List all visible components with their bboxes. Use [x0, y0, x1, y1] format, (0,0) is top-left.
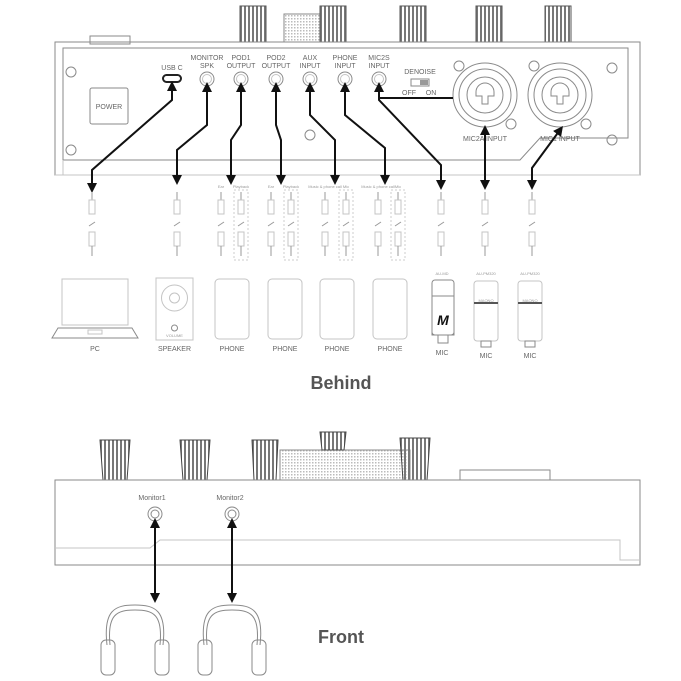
cables: Ear Playback Ear Playback Music & phone call… — [88, 184, 536, 261]
screw-icon — [65, 144, 77, 156]
mic-au-pm320-1: AU-PM320 MAONO MIC — [473, 271, 499, 360]
svg-text:PC: PC — [90, 346, 100, 353]
speaker: VOLUME SPEAKER — [155, 277, 194, 353]
svg-text:SPK: SPK — [200, 63, 214, 70]
svg-text:AUX: AUX — [303, 55, 318, 62]
svg-text:MIC: MIC — [436, 350, 449, 357]
svg-text:Playback: Playback — [283, 184, 299, 189]
svg-text:Music & phone call: Music & phone call — [308, 184, 342, 189]
svg-text:INPUT: INPUT — [300, 63, 322, 70]
mic-au-md: AU-MD M MIC — [431, 271, 455, 357]
screw-icon — [65, 66, 77, 78]
monitor1-jack[interactable]: Monitor1 — [138, 495, 166, 522]
svg-text:PHONE: PHONE — [333, 55, 358, 62]
caption-behind: Behind — [311, 373, 372, 393]
svg-text:VOLUME: VOLUME — [166, 333, 183, 338]
phone-device: PHONE — [267, 278, 303, 353]
svg-text:MAONO: MAONO — [478, 298, 493, 303]
power-icon — [171, 324, 178, 332]
svg-text:ON: ON — [426, 90, 437, 97]
svg-text:OUTPUT: OUTPUT — [227, 63, 257, 70]
svg-text:DENOISE: DENOISE — [404, 69, 436, 76]
cable — [173, 192, 181, 256]
usb-c-port[interactable]: USB C — [161, 65, 183, 83]
svg-text:INPUT: INPUT — [335, 63, 357, 70]
svg-text:Monitor1: Monitor1 — [138, 495, 165, 502]
front-panel — [54, 479, 641, 566]
svg-text:MIC2S: MIC2S — [368, 55, 390, 62]
svg-text:OFF: OFF — [402, 90, 416, 97]
headphones-icon — [197, 604, 267, 676]
screw-icon — [606, 62, 618, 74]
screw-icon — [606, 134, 618, 146]
svg-text:SPEAKER: SPEAKER — [158, 346, 191, 353]
svg-text:Music & phone call: Music & phone call — [361, 184, 395, 189]
svg-text:Ear: Ear — [268, 184, 275, 189]
svg-text:Monitor2: Monitor2 — [216, 495, 243, 502]
svg-text:MIC: MIC — [524, 353, 537, 360]
monitor2-jack[interactable]: Monitor2 — [216, 495, 244, 522]
pc-laptop: PC — [51, 278, 139, 353]
svg-text:OUTPUT: OUTPUT — [262, 63, 292, 70]
svg-text:AU-PM320: AU-PM320 — [476, 271, 496, 276]
svg-text:USB C: USB C — [161, 65, 182, 72]
xlr-cable — [437, 192, 445, 256]
mic-au-pm320-2: AU-PM320 MAONO MIC — [517, 271, 543, 360]
svg-text:M: M — [437, 312, 449, 328]
phone-device: PHONE — [372, 278, 408, 353]
caption-front: Front — [318, 627, 364, 647]
svg-text:PHONE: PHONE — [378, 346, 403, 353]
svg-text:Mic: Mic — [343, 184, 349, 189]
phone-device: PHONE — [214, 278, 250, 353]
svg-text:AU-PM320: AU-PM320 — [520, 271, 540, 276]
svg-text:POWER: POWER — [96, 104, 122, 111]
svg-text:MAONO: MAONO — [522, 298, 537, 303]
svg-text:Ear: Ear — [218, 184, 225, 189]
screw-icon — [304, 129, 316, 141]
svg-text:MIC: MIC — [480, 353, 493, 360]
rear-knobs — [89, 5, 572, 45]
xlr-cable — [528, 192, 536, 256]
svg-text:INPUT: INPUT — [369, 63, 391, 70]
svg-text:Mic: Mic — [395, 184, 401, 189]
svg-text:MIC1 INPUT: MIC1 INPUT — [540, 136, 580, 143]
svg-text:PHONE: PHONE — [220, 346, 245, 353]
phone-device: PHONE — [319, 278, 355, 353]
cable — [88, 192, 96, 256]
xlr-cable — [481, 192, 489, 256]
power-button[interactable]: POWER — [89, 87, 129, 125]
svg-text:POD2: POD2 — [266, 55, 285, 62]
svg-text:MONITOR: MONITOR — [191, 55, 224, 62]
cable-pair-pod1: Ear Playback — [217, 184, 249, 261]
headphones-icon — [100, 604, 170, 676]
svg-text:PHONE: PHONE — [273, 346, 298, 353]
front-knobs — [99, 431, 551, 481]
cable-pair-pod2: Ear Playback — [267, 184, 299, 261]
connection-arrows — [87, 81, 563, 193]
denoise-switch[interactable]: DENOISE OFF ON — [402, 69, 436, 97]
svg-text:PHONE: PHONE — [325, 346, 350, 353]
svg-text:POD1: POD1 — [231, 55, 250, 62]
svg-text:Playback: Playback — [233, 184, 249, 189]
svg-text:AU-MD: AU-MD — [435, 271, 448, 276]
